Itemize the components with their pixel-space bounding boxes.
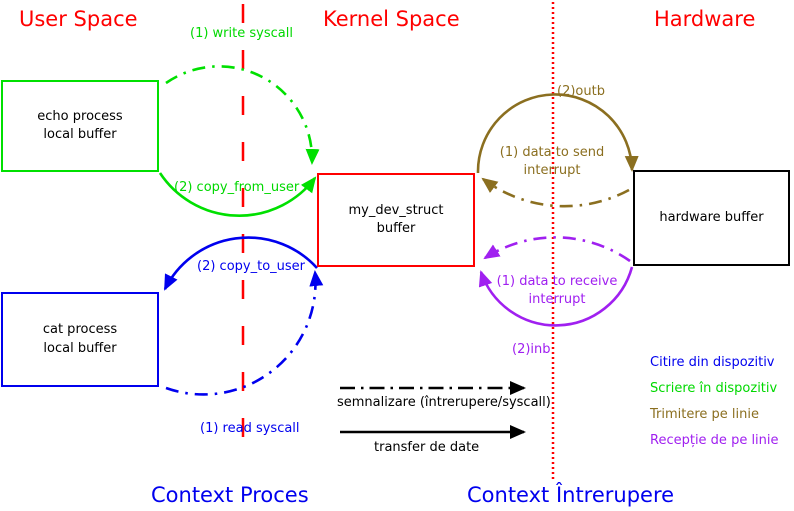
transfer-legend-label: transfer de date: [374, 440, 480, 455]
hardware-buffer-label: hardware buffer: [659, 209, 764, 225]
data-to-receive-signal-arc: [483, 236, 631, 263]
cat-process-label-line2: local buffer: [43, 340, 117, 356]
inb-data-arc: [478, 266, 634, 327]
my-dev-struct-buffer-node: my_dev_struct buffer: [317, 173, 475, 267]
legend-item-receptie: Recepție de pe linie: [650, 433, 779, 448]
legend-item-trimitere: Trimitere pe linie: [650, 407, 760, 422]
signal-legend-label: semnalizare (întrerupere/syscall): [337, 395, 551, 410]
echo-process-label-line1: echo process: [37, 108, 123, 124]
legend-item-citire: Citire din dispozitiv: [650, 355, 775, 370]
copy-from-user-data-arc: [158, 172, 317, 217]
echo-process-label-line2: local buffer: [43, 127, 117, 142]
read-syscall-signal-arc: [165, 270, 324, 396]
my-dev-struct-label-line1: my_dev_struct: [348, 202, 444, 218]
data-to-send-signal-arc: [481, 177, 630, 208]
write-syscall-label: (1) write syscall: [190, 26, 293, 41]
context-intrerupere-label: Context Întrerupere: [467, 483, 675, 507]
data-to-receive-label: (1) data to receive interrupt: [482, 273, 632, 308]
data-to-send-label-line2: interrupt: [523, 162, 581, 178]
my-dev-struct-label-line2: buffer: [376, 221, 416, 236]
read-syscall-label: (1) read syscall: [200, 421, 300, 436]
copy-to-user-label: (2) copy_to_user: [197, 259, 305, 274]
header-kernel-space: Kernel Space: [323, 7, 460, 31]
copy-from-user-label: (2) copy_from_user: [174, 180, 300, 195]
outb-label: (2)outb: [557, 84, 605, 99]
outb-data-arc: [476, 93, 639, 174]
legend-item-scriere: Scriere în dispozitiv: [650, 381, 778, 396]
data-to-send-label: (1) data to send interrupt: [478, 144, 626, 179]
echo-process-buffer-node: echo process local buffer: [1, 80, 159, 172]
header-user-space: User Space: [19, 7, 138, 31]
hardware-buffer-node: hardware buffer: [633, 170, 790, 266]
header-hardware: Hardware: [654, 7, 756, 31]
context-proces-label: Context Proces: [151, 483, 309, 507]
data-to-receive-label-line2: interrupt: [528, 291, 586, 307]
inb-label: (2)inb: [512, 342, 551, 357]
cat-process-buffer-node: cat process local buffer: [1, 292, 159, 387]
data-to-receive-label-line1: (1) data to receive: [496, 274, 618, 289]
write-syscall-signal-arc: [165, 65, 320, 165]
copy-to-user-data-arc: [163, 236, 318, 291]
cat-process-label-line1: cat process: [42, 322, 118, 338]
data-to-send-label-line1: (1) data to send: [499, 145, 605, 160]
